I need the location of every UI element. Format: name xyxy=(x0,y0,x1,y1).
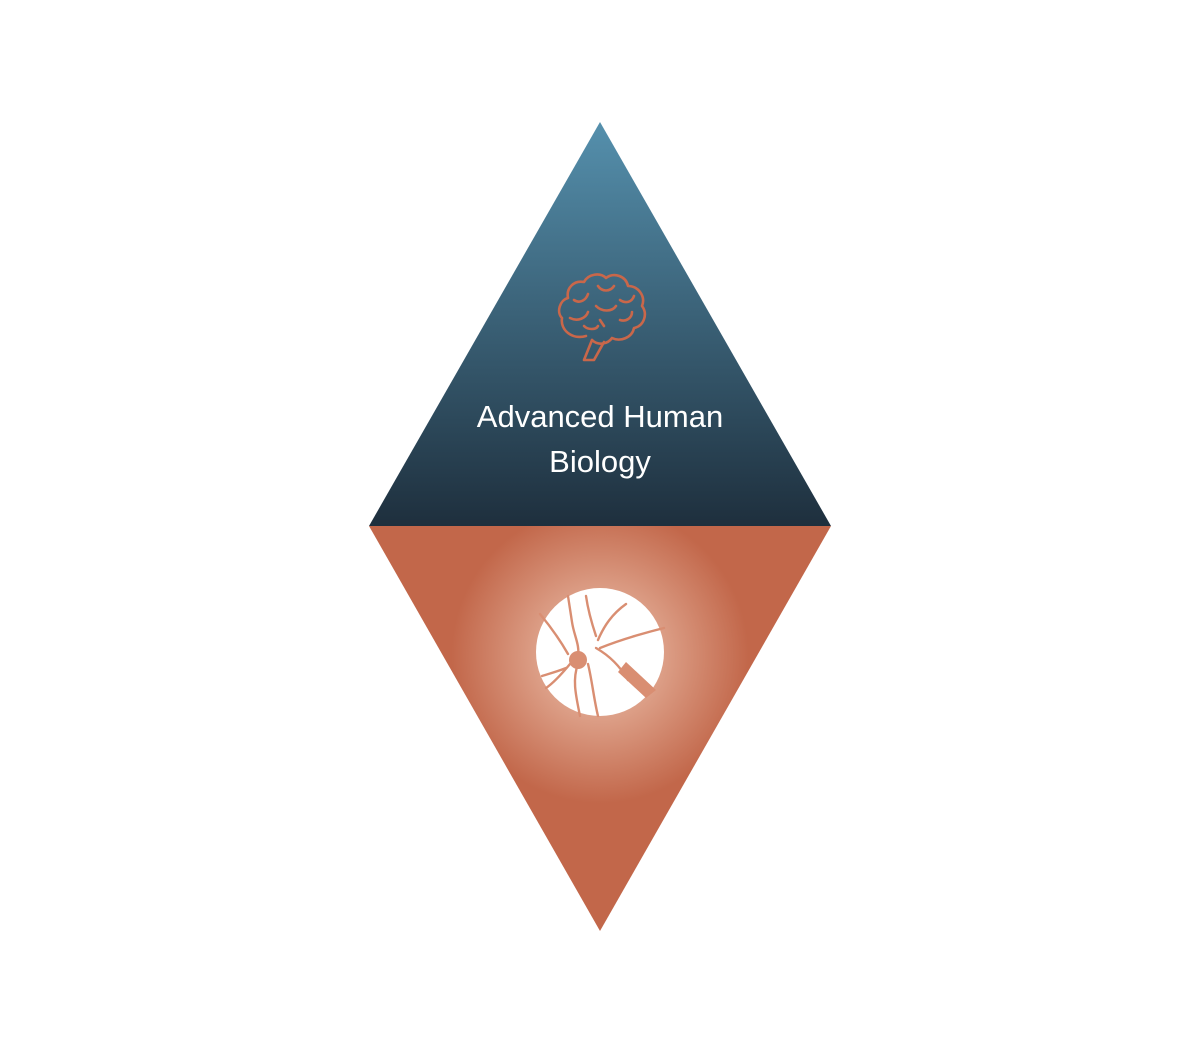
top-triangle xyxy=(369,122,831,526)
neuron-cell-body xyxy=(569,651,587,669)
section-label-line-1: Advanced Human xyxy=(477,399,723,434)
bottom-triangle xyxy=(369,526,831,931)
brain-icon xyxy=(557,273,647,362)
neuron-icon xyxy=(536,588,666,718)
neuron-axon-notch xyxy=(618,662,656,698)
section-label-line-2: Biology xyxy=(549,444,651,479)
